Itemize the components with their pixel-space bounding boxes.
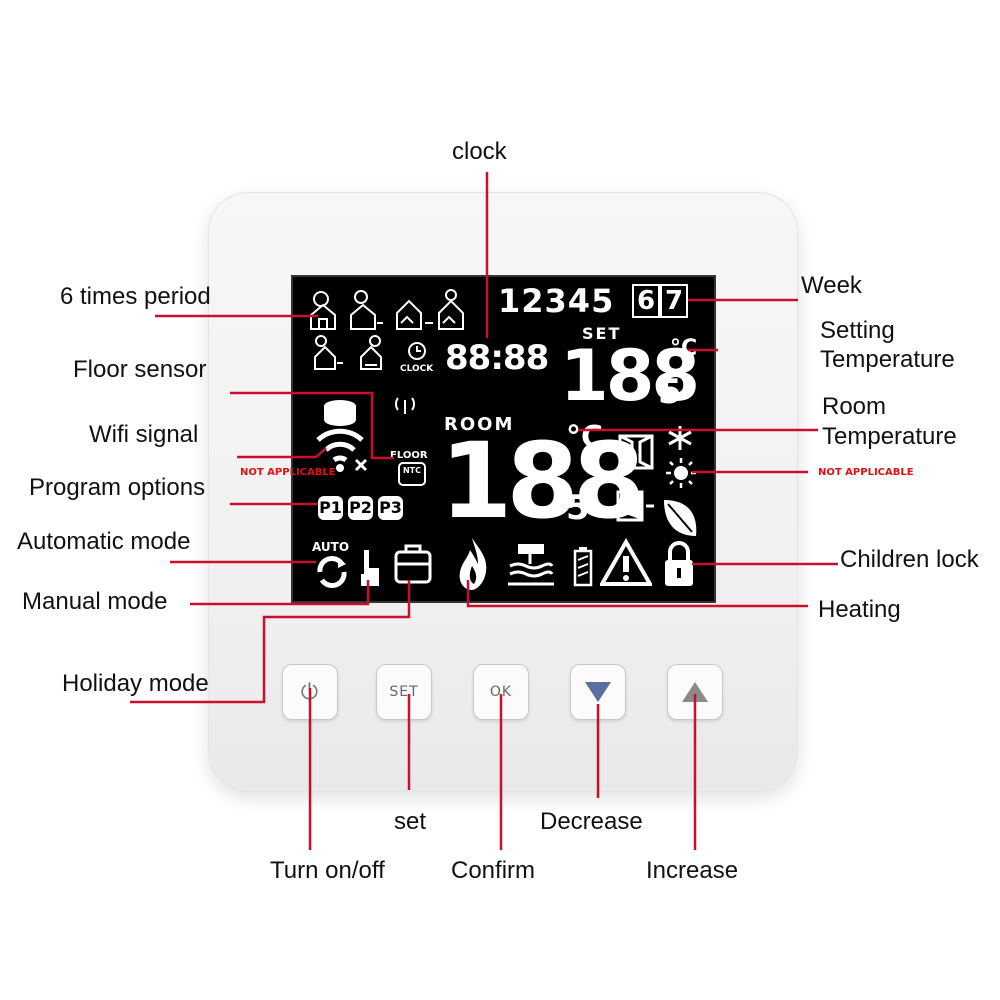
set-temperature-digits: 188 [560, 335, 700, 417]
window-open-icon [618, 434, 654, 470]
battery-icon [573, 547, 593, 587]
label-room-temperature-line1: Room [822, 393, 887, 420]
period-1-icon [310, 291, 336, 330]
set-temperature-decimal: 5 [658, 372, 682, 412]
week-days: 12345 [498, 282, 615, 320]
label-not-applicable-right: NOT APPLICABLE [818, 467, 914, 478]
label-turn-on-off: Turn on/off [270, 857, 385, 884]
label-confirm: Confirm [451, 857, 536, 884]
clock-digits: 88:88 [445, 338, 549, 378]
ntc-badge: NTC [398, 462, 426, 486]
label-heating: Heating [818, 596, 901, 623]
down-arrow-icon [585, 682, 611, 702]
warning-icon [600, 538, 652, 586]
label-set: set [394, 808, 427, 835]
label-holiday-mode: Holiday mode [62, 670, 209, 697]
set-temperature-unit: °C [670, 336, 698, 361]
label-decrease: Decrease [540, 808, 643, 835]
clock-word: CLOCK [400, 364, 434, 374]
program-p1: P1 [318, 496, 343, 520]
set-button-label: SET [389, 684, 419, 700]
auto-word: AUTO [312, 540, 350, 554]
label-setting-temperature-line1: Setting [820, 317, 895, 344]
period-5-icon [314, 335, 343, 370]
children-lock-icon [665, 541, 693, 586]
up-arrow-icon [682, 682, 708, 702]
period-4-icon [438, 289, 464, 330]
label-program-options: Program options [29, 474, 206, 501]
label-clock: clock [452, 138, 507, 165]
period-2-icon [350, 290, 383, 330]
wifi-icon [316, 400, 368, 472]
room-temperature-decimal: 5 [566, 488, 590, 528]
label-week: Week [801, 272, 862, 299]
label-setting-temperature-line2: Temperature [820, 346, 955, 373]
program-p3: P3 [378, 496, 403, 520]
manual-mode-icon [361, 550, 379, 586]
set-word: SET [582, 324, 622, 343]
floor-word: FLOOR [390, 450, 428, 461]
label-children-lock: Children lock [840, 546, 979, 573]
room-word: ROOM [444, 414, 515, 435]
label-wifi-signal: Wifi signal [89, 421, 199, 448]
door-icon [616, 490, 654, 522]
period-6-icon [360, 335, 382, 370]
room-temperature-unit: °C [566, 420, 604, 455]
auto-mode-icon [317, 556, 347, 588]
set-button[interactable]: SET [376, 664, 432, 720]
label-floor-sensor: Floor sensor [73, 356, 207, 383]
period-icons [310, 289, 464, 370]
sun-icon [666, 458, 696, 488]
ok-button-label: OK [489, 684, 513, 700]
period-3-icon [396, 299, 433, 330]
antenna-icon [395, 397, 415, 414]
eco-leaf-icon [664, 500, 697, 536]
label-automatic-mode: Automatic mode [17, 528, 191, 555]
label-room-temperature-line2: Temperature [822, 423, 957, 450]
label-six-times-period: 6 times period [60, 283, 211, 310]
label-increase: Increase [646, 857, 739, 884]
room-temperature-digits: 188 [440, 420, 645, 542]
program-p2: P2 [348, 496, 373, 520]
heating-flame-icon [459, 538, 487, 590]
week-day-7: 7 [660, 284, 688, 318]
clock-icon [408, 342, 426, 360]
label-not-applicable-left: NOT APPLICABLE [240, 467, 336, 478]
holiday-mode-icon [394, 544, 432, 584]
week-day-6: 6 [632, 284, 660, 318]
label-manual-mode: Manual mode [22, 588, 168, 615]
floor-heating-icon [508, 544, 554, 586]
